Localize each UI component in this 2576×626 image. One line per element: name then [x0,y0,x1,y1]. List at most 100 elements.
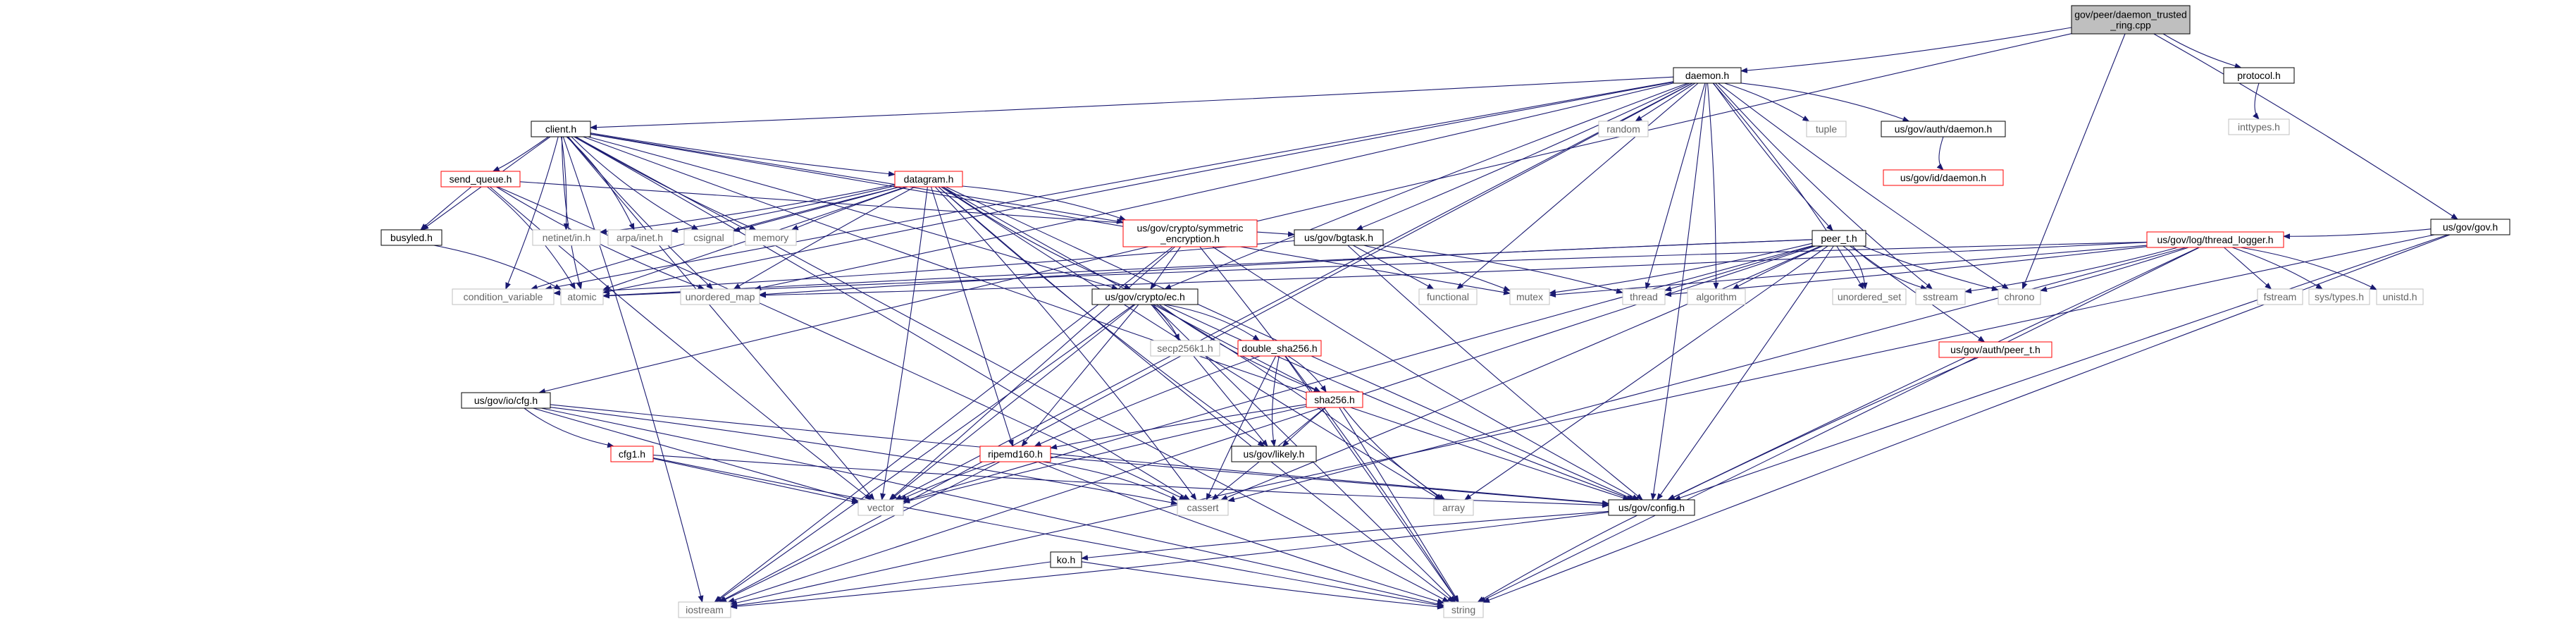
node-label-unordered_map: unordered_map [686,291,755,302]
node-vector: vector [857,499,904,516]
node-label-unistd_h: unistd.h [2382,291,2417,302]
node-label-us_gov_io_cfg_h: us/gov/io/cfg.h [474,395,538,406]
node-box-condition_variable [452,288,555,305]
node-unordered_map: unordered_map [680,288,760,305]
node-box-us_gov_likely_h [1231,446,1317,462]
edge-us_gov_gov_h-to-thread_logger_h [2283,228,2432,240]
node-box-send_queue_h [440,171,521,188]
node-label-double_sha256_h: double_sha256.h [1241,343,1317,354]
node-box-ripemd160_h [979,446,1051,462]
edge-thread_logger_h-to-chrono [2040,247,2189,293]
node-box-us_gov_auth_daemon_h [1881,121,2006,137]
node-double_sha256_h[interactable]: double_sha256.h [1237,340,1322,357]
node-thread_logger_h[interactable]: us/gov/log/thread_logger.h [2146,231,2284,248]
node-label-cfg1_h: cfg1.h [619,448,645,460]
edge-client_h-to-datagram_h [590,133,896,177]
edge-daemon_h-to-sstream [1715,82,1933,290]
edge-datagram_h-to-cassert [934,186,1197,501]
node-label-us_gov_id_daemon_h: us/gov/id/daemon.h [1900,172,1986,183]
node-datagram_h[interactable]: datagram.h [894,171,963,188]
node-box-peer_t_h [1812,230,1866,247]
node-label-random: random [1606,123,1640,135]
node-label-protocol_h: protocol.h [2237,70,2280,81]
edge-datagram_h-to-memory [791,186,908,231]
node-box-vector [857,499,904,516]
node-array: array [1433,499,1474,516]
node-label-unordered_set: unordered_set [1838,291,1901,302]
edge-thread_logger_h-to-mutex [1549,245,2148,297]
edge-ko_h-to-iostream [730,561,1051,608]
node-label-secp256k1_h: secp256k1.h [1157,343,1213,354]
node-fstream: fstream [2257,288,2303,305]
edge-send_queue_h-to-cassert [497,186,1187,501]
edge-datagram_h-to-arpa_inet_h [671,185,896,233]
node-box-ec_h [1091,288,1199,305]
node-busyled_h[interactable]: busyled.h [380,229,442,246]
node-inttypes_h: inttypes.h [2228,118,2290,135]
edge-client_h-to-netinet_in_h [561,136,569,231]
edge-client_h-to-us_gov_config_h [583,136,1630,501]
edge-datagram_h-to-netinet_in_h [600,184,896,235]
node-box-functional [1418,288,1478,305]
node-sha256_h[interactable]: sha256.h [1306,391,1363,408]
node-label-condition_variable: condition_variable [464,291,543,302]
edge-thread_logger_h-to-unistd_h [2240,247,2377,290]
node-send_queue_h[interactable]: send_queue.h [440,171,521,188]
edge-us_gov_io_cfg_h-to-cassert [550,407,1178,505]
node-cfg1_h[interactable]: cfg1.h [610,446,654,462]
edge-peer_t_h-to-sstream [1852,245,1928,290]
edges-layer [420,27,2458,610]
edge-thread_logger_h-to-sys_types_h [2231,247,2323,290]
node-box-protocol_h [2223,67,2295,84]
node-box-datagram_h [894,171,963,188]
node-label-us_gov_config_h: us/gov/config.h [1618,502,1685,513]
node-sstream: sstream [1915,288,1966,305]
node-label-thread: thread [1630,291,1658,302]
node-box-double_sha256_h [1237,340,1322,357]
node-label-csignal: csignal [693,232,724,243]
node-protocol_h[interactable]: protocol.h [2223,67,2295,84]
node-ko_h[interactable]: ko.h [1050,551,1082,568]
edge-root-to-us_gov_io_cfg_h [538,33,2072,394]
node-root[interactable]: gov/peer/daemon_trusted_ring.cpp [2071,5,2191,35]
edge-thread_logger_h-to-fstream [2224,247,2272,290]
node-us_gov_likely_h[interactable]: us/gov/likely.h [1231,446,1317,462]
edge-peer_t_h-to-algorithm [1732,245,1823,290]
node-label-sstream: sstream [1923,291,1958,302]
node-label-vector: vector [867,502,894,513]
edge-ripemd160_h-to-cassert [1042,461,1178,501]
edge-double_sha256_h-to-us_gov_likely_h [1270,355,1280,447]
node-us_gov_config_h[interactable]: us/gov/config.h [1608,499,1695,516]
node-ripemd160_h[interactable]: ripemd160.h [979,446,1051,462]
node-client_h[interactable]: client.h [531,121,591,137]
node-ec_h[interactable]: us/gov/crypto/ec.h [1091,288,1199,305]
node-box-csignal [683,229,734,246]
node-bgtask_h[interactable]: us/gov/bgtask.h [1294,229,1384,246]
node-us_gov_auth_peer_t_h[interactable]: us/gov/auth/peer_t.h [1938,341,2052,358]
node-box-sym_enc_h [1122,219,1258,247]
node-box-unordered_map [680,288,760,305]
node-box-inttypes_h [2228,118,2290,135]
node-us_gov_id_daemon_h[interactable]: us/gov/id/daemon.h [1883,169,2004,186]
node-peer_t_h[interactable]: peer_t.h [1812,230,1866,247]
node-label-chrono: chrono [2005,291,2035,302]
node-box-fstream [2257,288,2303,305]
node-us_gov_io_cfg_h[interactable]: us/gov/io/cfg.h [461,392,551,409]
node-daemon_h[interactable]: daemon.h [1673,67,1742,84]
edge-protocol_h-to-inttypes_h [2253,82,2260,120]
node-sym_enc_h[interactable]: us/gov/crypto/symmetric_encryption.h [1122,219,1258,247]
edge-root-to-daemon_h [1740,27,2072,73]
node-label-functional: functional [1427,291,1469,302]
edge-daemon_h-to-vector [895,82,1693,501]
edge-datagram_h-to-ripemd160_h [930,186,1014,447]
node-us_gov_auth_daemon_h[interactable]: us/gov/auth/daemon.h [1881,121,2006,137]
edge-client_h-to-csignal [571,136,699,231]
node-box-client_h [531,121,591,137]
edge-double_sha256_h-to-string [1284,355,1459,603]
node-us_gov_gov_h[interactable]: us/gov/gov.h [2430,219,2510,235]
edge-daemon_h-to-client_h [590,76,1674,130]
edge-ec_h-to-double_sha256_h [1165,304,1261,341]
node-label-us_gov_likely_h: us/gov/likely.h [1244,448,1305,460]
